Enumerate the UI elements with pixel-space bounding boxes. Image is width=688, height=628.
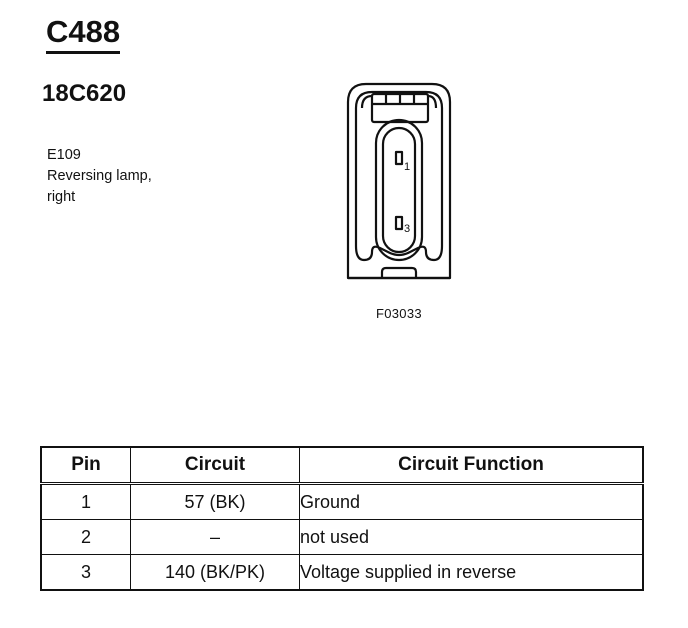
connector-face-diagram: 1 3 <box>346 82 452 280</box>
connector-bottom-tab <box>380 266 418 278</box>
row-circuit: – <box>130 519 300 555</box>
part-number: 18C620 <box>42 80 127 107</box>
pin-1-label: 1 <box>404 161 410 173</box>
component-name-line2: right <box>47 189 76 205</box>
figure-code: F03033 <box>376 306 422 321</box>
pin-table: Pin Circuit Circuit Function 1 57 (BK) G… <box>40 446 644 591</box>
row-function: not used <box>299 519 644 555</box>
row-circuit: 57 (BK) <box>130 483 300 520</box>
terminal-cavity-outer <box>374 118 424 262</box>
table-row: 3 140 (BK/PK) Voltage supplied in revers… <box>40 554 644 591</box>
header-circuit: Circuit <box>130 446 300 485</box>
row-function: Voltage supplied in reverse <box>299 554 644 591</box>
component-name-line1: Reversing lamp, <box>47 168 152 184</box>
header-circuit-function: Circuit Function <box>299 446 644 485</box>
row-pin: 3 <box>40 554 131 591</box>
header-pin: Pin <box>40 446 131 485</box>
row-pin: 1 <box>40 483 131 520</box>
component-code: E109 <box>47 147 81 163</box>
pin-3-terminal <box>394 215 404 231</box>
table-row: 2 – not used <box>40 519 644 555</box>
row-function: Ground <box>299 483 644 520</box>
row-pin: 2 <box>40 519 131 555</box>
component-description: E109 Reversing lamp, right <box>47 145 152 208</box>
terminal-cavity-inner <box>381 126 417 254</box>
table-row: 1 57 (BK) Ground <box>40 483 644 520</box>
pin-1-terminal <box>394 150 404 166</box>
row-circuit: 140 (BK/PK) <box>130 554 300 591</box>
connector-inner-housing <box>354 90 444 262</box>
connector-id: C488 <box>46 14 121 54</box>
pin-3-label: 3 <box>404 223 410 235</box>
connector-outer-housing <box>346 82 452 280</box>
table-header-row: Pin Circuit Circuit Function <box>40 446 644 485</box>
